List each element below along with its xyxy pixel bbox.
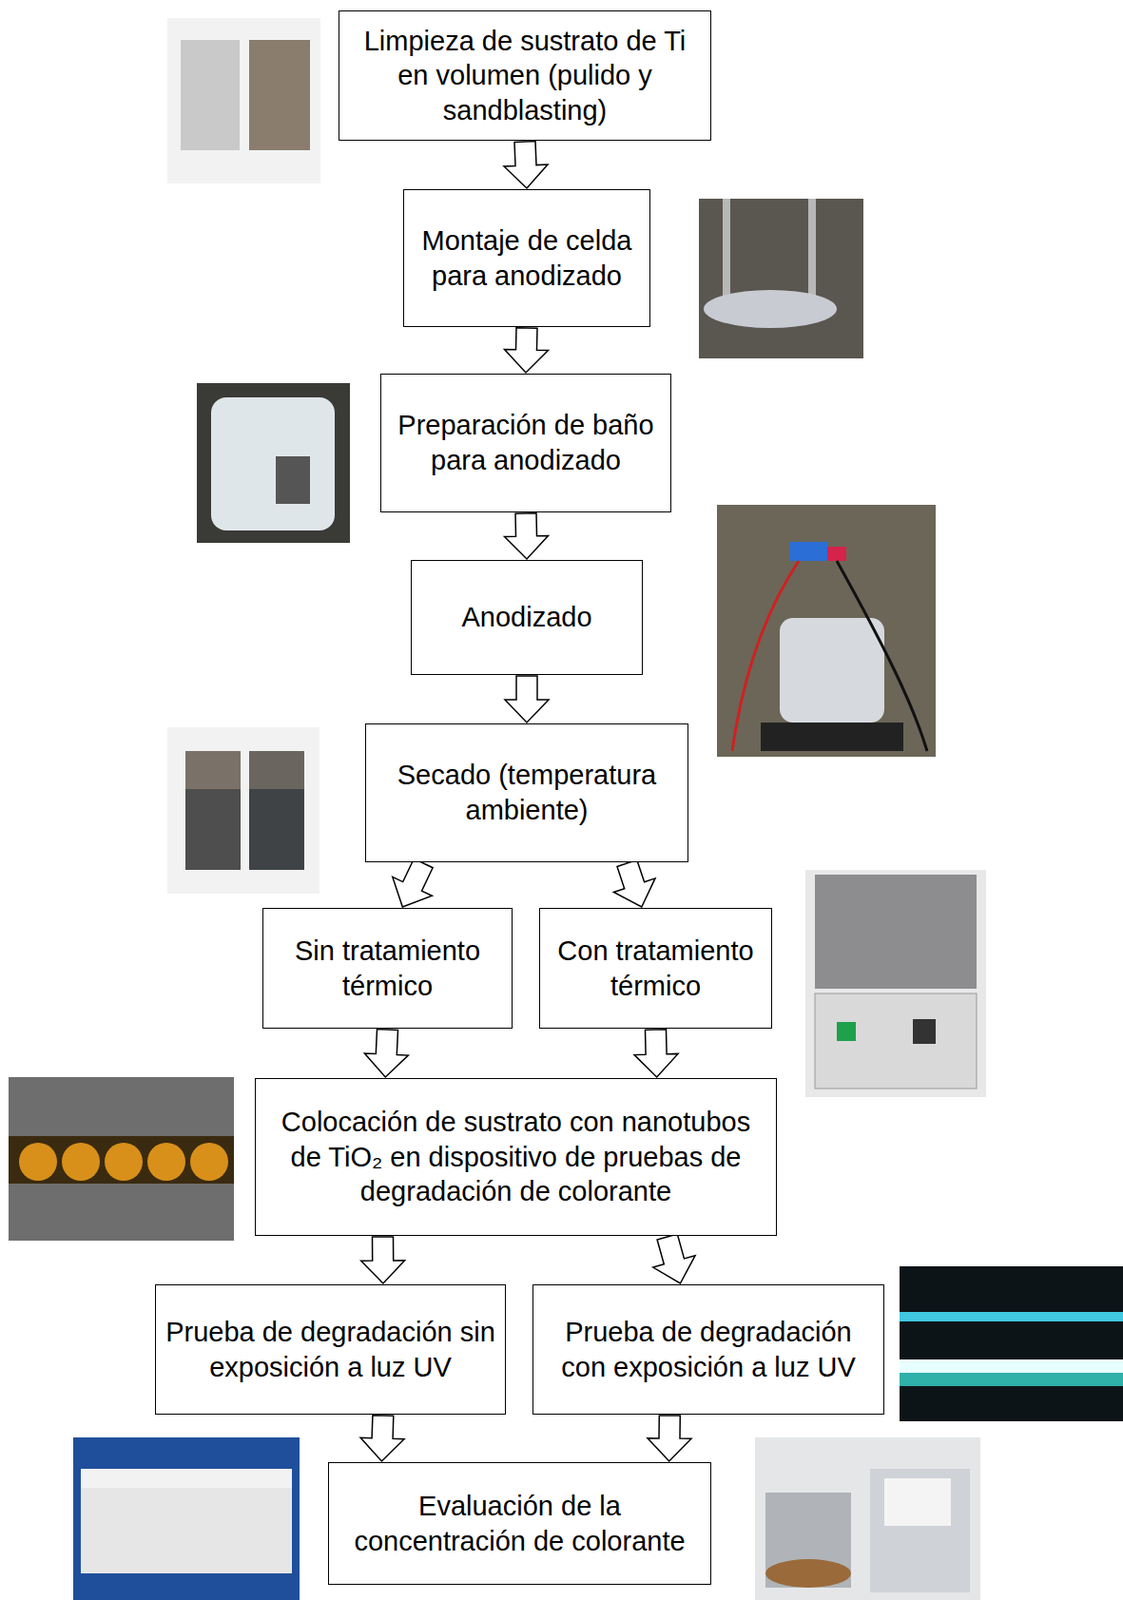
- box-text: Colocación de sustrato con nanotubos de …: [265, 1104, 767, 1210]
- photo: [805, 870, 987, 1098]
- process-box: Prueba de degradación sin exposición a l…: [154, 1284, 506, 1415]
- block-arrow: [504, 513, 549, 560]
- arrow-shape: [364, 1029, 408, 1079]
- photo: [716, 504, 936, 757]
- arrow-shape: [392, 858, 433, 908]
- photo: [73, 1437, 300, 1600]
- arrow-shape: [504, 513, 549, 560]
- block-arrow: [364, 1029, 408, 1079]
- block-arrow: [647, 1415, 692, 1462]
- process-box: Con tratamiento térmico: [539, 908, 773, 1029]
- block-arrow: [504, 676, 549, 723]
- photo: [698, 198, 864, 359]
- box-text: Prueba de degradación con exposición a l…: [542, 1315, 874, 1385]
- block-arrow: [653, 1234, 696, 1284]
- box-text: Secado (temperatura ambiente): [375, 757, 678, 828]
- process-box: Secado (temperatura ambiente): [365, 723, 689, 863]
- box-text: Anodizado: [461, 600, 592, 636]
- box-text: Montaje de celda para anodizado: [413, 223, 640, 293]
- block-arrow: [613, 860, 656, 909]
- box-text: Preparación de baño para anodizado: [390, 407, 661, 478]
- process-box: Evaluación de la concentración de colora…: [328, 1462, 712, 1586]
- arrow-shape: [360, 1415, 405, 1462]
- process-box: Sin tratamiento térmico: [262, 908, 513, 1029]
- box-text: Sin tratamiento térmico: [272, 933, 503, 1004]
- block-arrow: [361, 1237, 406, 1284]
- block-arrow: [503, 141, 548, 189]
- process-box: Limpieza de sustrato de Ti en volumen (p…: [338, 10, 712, 141]
- process-box: Prueba de degradación con exposición a l…: [532, 1284, 885, 1415]
- box-text: Prueba de degradación sin exposición a l…: [165, 1315, 496, 1385]
- process-box: Anodizado: [410, 560, 643, 676]
- block-arrow: [392, 858, 433, 908]
- arrow-shape: [361, 1237, 406, 1284]
- photo: [167, 18, 321, 184]
- process-box: Montaje de celda para anodizado: [403, 189, 651, 328]
- block-arrow: [504, 328, 549, 373]
- box-text: Con tratamiento térmico: [549, 933, 762, 1004]
- block-arrow: [360, 1415, 405, 1462]
- arrow-shape: [504, 328, 549, 373]
- arrow-shape: [504, 676, 549, 723]
- box-text: Limpieza de sustrato de Ti en volumen (p…: [348, 23, 701, 129]
- photo: [8, 1077, 234, 1241]
- photo: [167, 727, 320, 894]
- arrow-shape: [634, 1029, 678, 1078]
- photo: [196, 383, 350, 543]
- process-box: Colocación de sustrato con nanotubos de …: [254, 1078, 777, 1237]
- box-text: Evaluación de la concentración de colora…: [338, 1489, 701, 1559]
- arrow-shape: [653, 1234, 696, 1284]
- arrow-shape: [647, 1415, 692, 1462]
- photo: [755, 1437, 981, 1600]
- photo: [899, 1266, 1123, 1422]
- block-arrow: [634, 1029, 678, 1078]
- arrow-shape: [613, 860, 656, 909]
- process-box: Preparación de baño para anodizado: [380, 373, 672, 513]
- arrow-shape: [503, 141, 548, 189]
